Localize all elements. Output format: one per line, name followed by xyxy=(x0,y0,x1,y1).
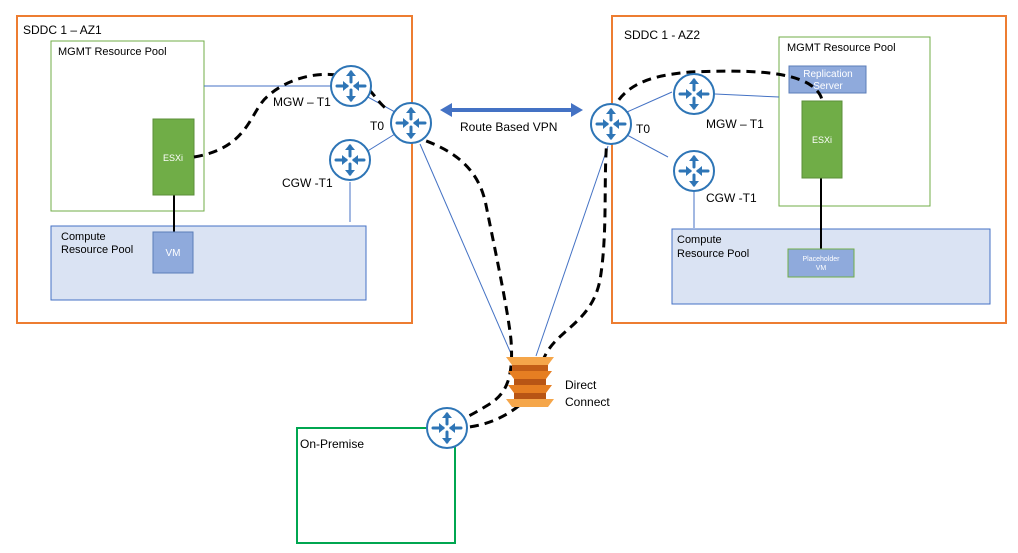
az2-replication-label-2: Server xyxy=(813,81,843,92)
az1-compute-pool-label-1: Compute xyxy=(61,231,106,243)
az1-t0-router-icon xyxy=(389,101,433,145)
az2-mgw-router-icon xyxy=(672,72,716,116)
az2-esxi-label: ESXi xyxy=(812,135,832,145)
az1-t0-label: T0 xyxy=(370,119,384,133)
az2-placeholder-label-2: VM xyxy=(816,265,827,272)
az2-esxi-box xyxy=(801,100,843,179)
az1-vm-label: VM xyxy=(166,248,181,259)
direct-connect-label-1: Direct xyxy=(565,378,597,392)
az1-esxi-to-mgw-dashed-path xyxy=(193,72,389,159)
route-based-vpn-label: Route Based VPN xyxy=(460,120,557,134)
az1-compute-pool-label-2: Resource Pool xyxy=(61,244,133,256)
aws-direct-connect-icon xyxy=(506,357,554,407)
sddc-az2-box xyxy=(611,15,1007,324)
az1-cgw-to-t0-link xyxy=(365,133,396,153)
az1-cgw-label: CGW -T1 xyxy=(282,176,333,190)
sddc-az2-title: SDDC 1 - AZ2 xyxy=(624,28,700,42)
az2-t0-router-icon xyxy=(589,102,633,146)
az2-compute-pool-label-2: Resource Pool xyxy=(677,248,749,260)
sddc-az1-box xyxy=(16,15,413,324)
az1-compute-pool xyxy=(50,225,367,301)
az2-mgmt-pool-label: MGMT Resource Pool xyxy=(787,42,896,54)
az1-cgw-router-icon xyxy=(328,138,372,182)
sddc-az1-title: SDDC 1 – AZ1 xyxy=(23,23,102,37)
az1-vm-box xyxy=(152,231,194,274)
az2-t0-to-cgw-link xyxy=(626,134,669,158)
az2-replication-server-box xyxy=(788,65,867,94)
az1-t0-to-dc-link xyxy=(419,143,513,357)
az2-t0-label: T0 xyxy=(636,122,650,136)
on-premise-box xyxy=(296,427,456,544)
az2-t0-to-dc-link xyxy=(535,145,609,357)
az2-replication-label-1: Replication xyxy=(803,69,852,80)
az1-mgw-router-icon xyxy=(329,64,373,108)
az2-cgw-label: CGW -T1 xyxy=(706,191,757,205)
az2-cgw-router-icon xyxy=(672,149,716,193)
on-premise-label: On-Premise xyxy=(300,437,364,451)
az1-t0-to-onprem-dashed-path xyxy=(411,134,514,427)
az1-mgw-label: MGW – T1 xyxy=(273,95,331,109)
route-based-vpn-arrow xyxy=(440,103,583,117)
az2-placeholder-label-1: Placeholder xyxy=(803,256,841,263)
direct-connect-label-2: Connect xyxy=(565,395,610,409)
az2-t0-to-mgw-link xyxy=(626,91,673,113)
onprem-router-icon xyxy=(425,406,469,450)
az2-mgw-to-mgmt-link xyxy=(714,93,780,98)
az1-mgmt-pool-label: MGMT Resource Pool xyxy=(58,46,167,58)
az2-mgw-label: MGW – T1 xyxy=(706,117,764,131)
az1-esxi-label: ESXi xyxy=(163,153,183,163)
az2-placeholder-vm-box xyxy=(787,248,855,278)
az2-compute-pool-label-1: Compute xyxy=(677,234,722,246)
az1-esxi-box xyxy=(152,118,195,196)
